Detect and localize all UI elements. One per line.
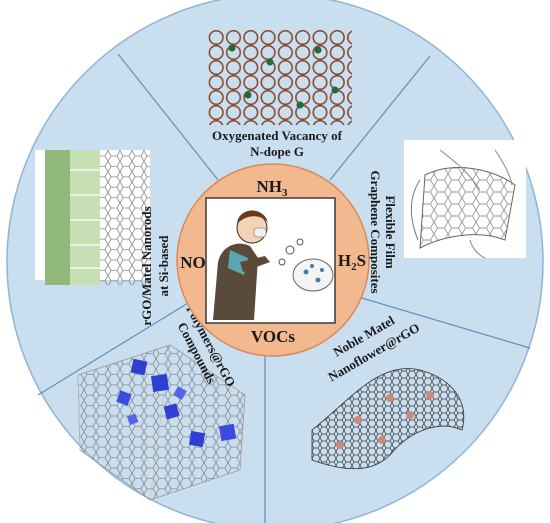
sensing-person-illustration (205, 197, 336, 324)
nanoflower-particle (354, 416, 362, 424)
nanoflower-particle (386, 394, 394, 402)
nanoflower-particle (336, 441, 344, 449)
polymer-rgo-structure (77, 344, 246, 501)
sector-top-label-line2: N-dope G (250, 144, 304, 159)
polymer-cube (218, 423, 237, 442)
dopant-atom (266, 58, 274, 66)
nanorod-array-image (35, 150, 150, 285)
sector-right-label-line2-vertical: Flexible Film (383, 195, 398, 268)
nanoflower-particle (426, 391, 434, 399)
polymer-cube (188, 430, 206, 448)
dopant-atom (228, 44, 236, 52)
dopant-atom (314, 46, 322, 54)
sector-right-label-line1-vertical: Graphene Composites (368, 170, 383, 293)
dopant-atom (331, 86, 339, 94)
polymer-cube (163, 403, 180, 420)
gas-label-top: NH3 (257, 177, 289, 199)
polymer-cube (130, 358, 148, 376)
nanoflower-particle (406, 411, 414, 419)
sector-left-label-line2: at Si-based (156, 235, 171, 297)
polymer-cube (150, 373, 170, 393)
polymer-cube (126, 413, 139, 426)
gas-label-right: H2S (338, 251, 366, 273)
n-doped-graphene-lattice (207, 30, 352, 125)
dopant-atom (244, 91, 252, 99)
gas-label-bottom: VOCs (251, 327, 295, 346)
polymer-cube (116, 390, 132, 406)
sector-top-label-line1: Oxygenated Vacancy of (212, 128, 343, 143)
nanoflower-rgo-sheet (311, 368, 464, 470)
polymer-cube (173, 386, 187, 400)
dopant-atom (296, 101, 304, 109)
nanoflower-particle (378, 436, 386, 444)
sector-dividers (37, 53, 531, 523)
sector-left-label-line1: rGO/Matel Nanorods (139, 206, 154, 325)
flexible-film-image (404, 140, 526, 259)
gas-label-left: NO (180, 253, 206, 272)
